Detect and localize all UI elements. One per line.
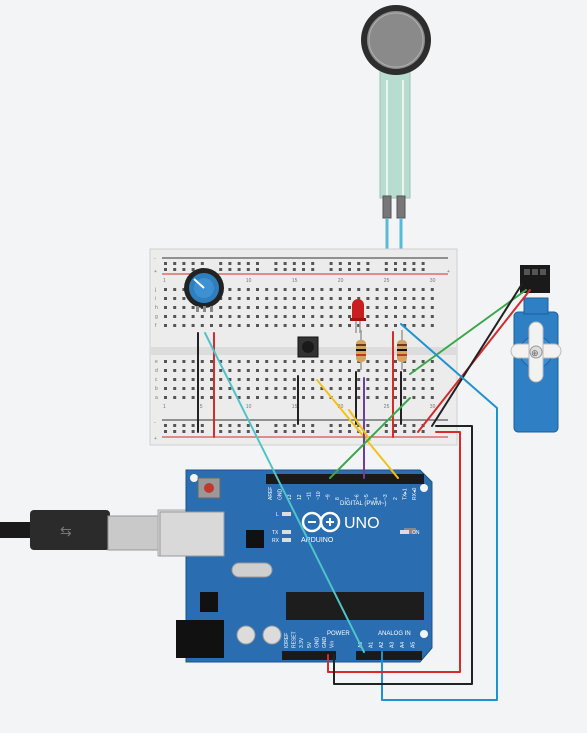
column-number: 30	[430, 278, 436, 284]
row-letter: e	[155, 359, 158, 365]
wire-yellow-button[interactable]	[316, 379, 399, 479]
row-letter: c	[155, 377, 158, 383]
column-number: 25	[384, 278, 390, 284]
rail-plus-label-bottom: +	[154, 436, 157, 442]
pin-label: ~6	[354, 494, 360, 500]
column-number: 10	[246, 278, 252, 284]
pin-label: GND	[322, 637, 328, 649]
rail-plus-label: +	[154, 269, 157, 275]
analog-header-label: ANALOG IN	[378, 631, 411, 637]
resistor-2[interactable]	[397, 330, 407, 370]
breadboard-holes	[164, 262, 434, 433]
rail-minus-label: -	[154, 256, 156, 262]
column-number: 1	[163, 404, 166, 410]
wire-black-gnd[interactable]	[333, 425, 473, 685]
pin-label: ~3	[383, 494, 389, 500]
wire-green-pin9[interactable]	[329, 397, 411, 479]
wires	[197, 283, 531, 701]
servo-motor[interactable]: ⊕	[510, 265, 562, 433]
wire-cyan-pot-a0[interactable]	[204, 332, 365, 653]
rail-minus-label-bottom: -	[154, 420, 156, 426]
pin-label: IOREF	[284, 633, 290, 648]
row-letter: j	[154, 287, 156, 293]
pin-label: 4	[374, 497, 380, 500]
digital-header-label: DIGITAL (PWM~)	[340, 501, 387, 507]
resistor-1[interactable]	[356, 330, 366, 370]
column-number: 1	[163, 278, 166, 284]
pin-label: AREF	[268, 487, 274, 500]
pin-label: 5V	[307, 641, 313, 648]
wire-red-5v[interactable]	[327, 431, 461, 673]
board-model: UNO	[344, 515, 380, 532]
pin-label: 2	[393, 497, 399, 500]
pin-label: A3	[390, 642, 396, 648]
potentiometer[interactable]	[184, 268, 224, 312]
tx-label: TX	[272, 530, 279, 536]
pin-label: 13	[287, 494, 293, 500]
digital-header	[266, 474, 424, 484]
pin-label: A1	[369, 642, 375, 648]
pin-label: ~5	[364, 494, 370, 500]
wire-green-servo[interactable]	[409, 289, 527, 375]
pin-label: A2	[379, 642, 385, 648]
row-letter: f	[155, 323, 157, 329]
column-number: 30	[430, 404, 436, 410]
row-letter: g	[155, 314, 158, 320]
column-number: 25	[384, 404, 390, 410]
analog-header-strip	[356, 651, 422, 660]
board-brand: ARDUINO	[301, 537, 334, 544]
force-sensor[interactable]	[361, 5, 431, 302]
rx-label: RX	[272, 538, 280, 544]
arduino-logo-icon	[301, 511, 341, 533]
rail-plus-label-right: +	[447, 269, 450, 275]
pin-label: A4	[400, 642, 406, 648]
pin-label: ~10	[316, 491, 322, 500]
arduino-uno[interactable]: UNO ARDUINO DIGITAL (PWM~) POWER ANALOG …	[159, 469, 433, 663]
pushbutton[interactable]	[297, 336, 319, 358]
svg-text:⊕: ⊕	[531, 348, 539, 358]
row-letter: h	[155, 305, 158, 311]
row-letter: b	[155, 386, 158, 392]
pin-label: 12	[297, 494, 303, 500]
power-jack	[176, 620, 224, 658]
pin-label: 7	[345, 497, 351, 500]
pin-label: RESET	[292, 631, 298, 648]
power-header-label: POWER	[327, 631, 350, 637]
svg-text:⇆: ⇆	[60, 523, 72, 539]
wire-black-servo[interactable]	[431, 283, 523, 427]
pin-label: 3.3V	[299, 637, 305, 648]
pin-label: A5	[411, 642, 417, 648]
row-letter: d	[155, 368, 158, 374]
column-number: 20	[338, 278, 344, 284]
column-number: 10	[246, 404, 252, 410]
pin-label: 8	[335, 497, 341, 500]
pin-label: TX▸1	[402, 488, 408, 500]
column-number: 15	[292, 404, 298, 410]
wire-yellow-cross[interactable]	[348, 409, 371, 441]
row-letter: a	[155, 395, 158, 401]
pin-label: GND	[278, 489, 284, 501]
row-letter: i	[155, 296, 156, 302]
usb-port	[159, 511, 225, 557]
on-label: ON	[412, 530, 420, 536]
power-header-strip	[282, 651, 336, 660]
column-number: 15	[292, 278, 298, 284]
red-led[interactable]	[350, 299, 366, 333]
pin-label: GND	[314, 637, 320, 649]
atmega-chip	[286, 592, 424, 620]
pin-label: ~9	[326, 494, 332, 500]
pin-label: ~11	[306, 492, 312, 500]
column-number: 5	[200, 404, 203, 410]
pin-label: Vin	[330, 641, 336, 648]
l-label: L	[276, 512, 279, 518]
column-number: 20	[338, 404, 344, 410]
pin-label: RX◂0	[412, 488, 418, 500]
breadboard-column-numbers: 115510101515202025253030	[163, 278, 436, 410]
